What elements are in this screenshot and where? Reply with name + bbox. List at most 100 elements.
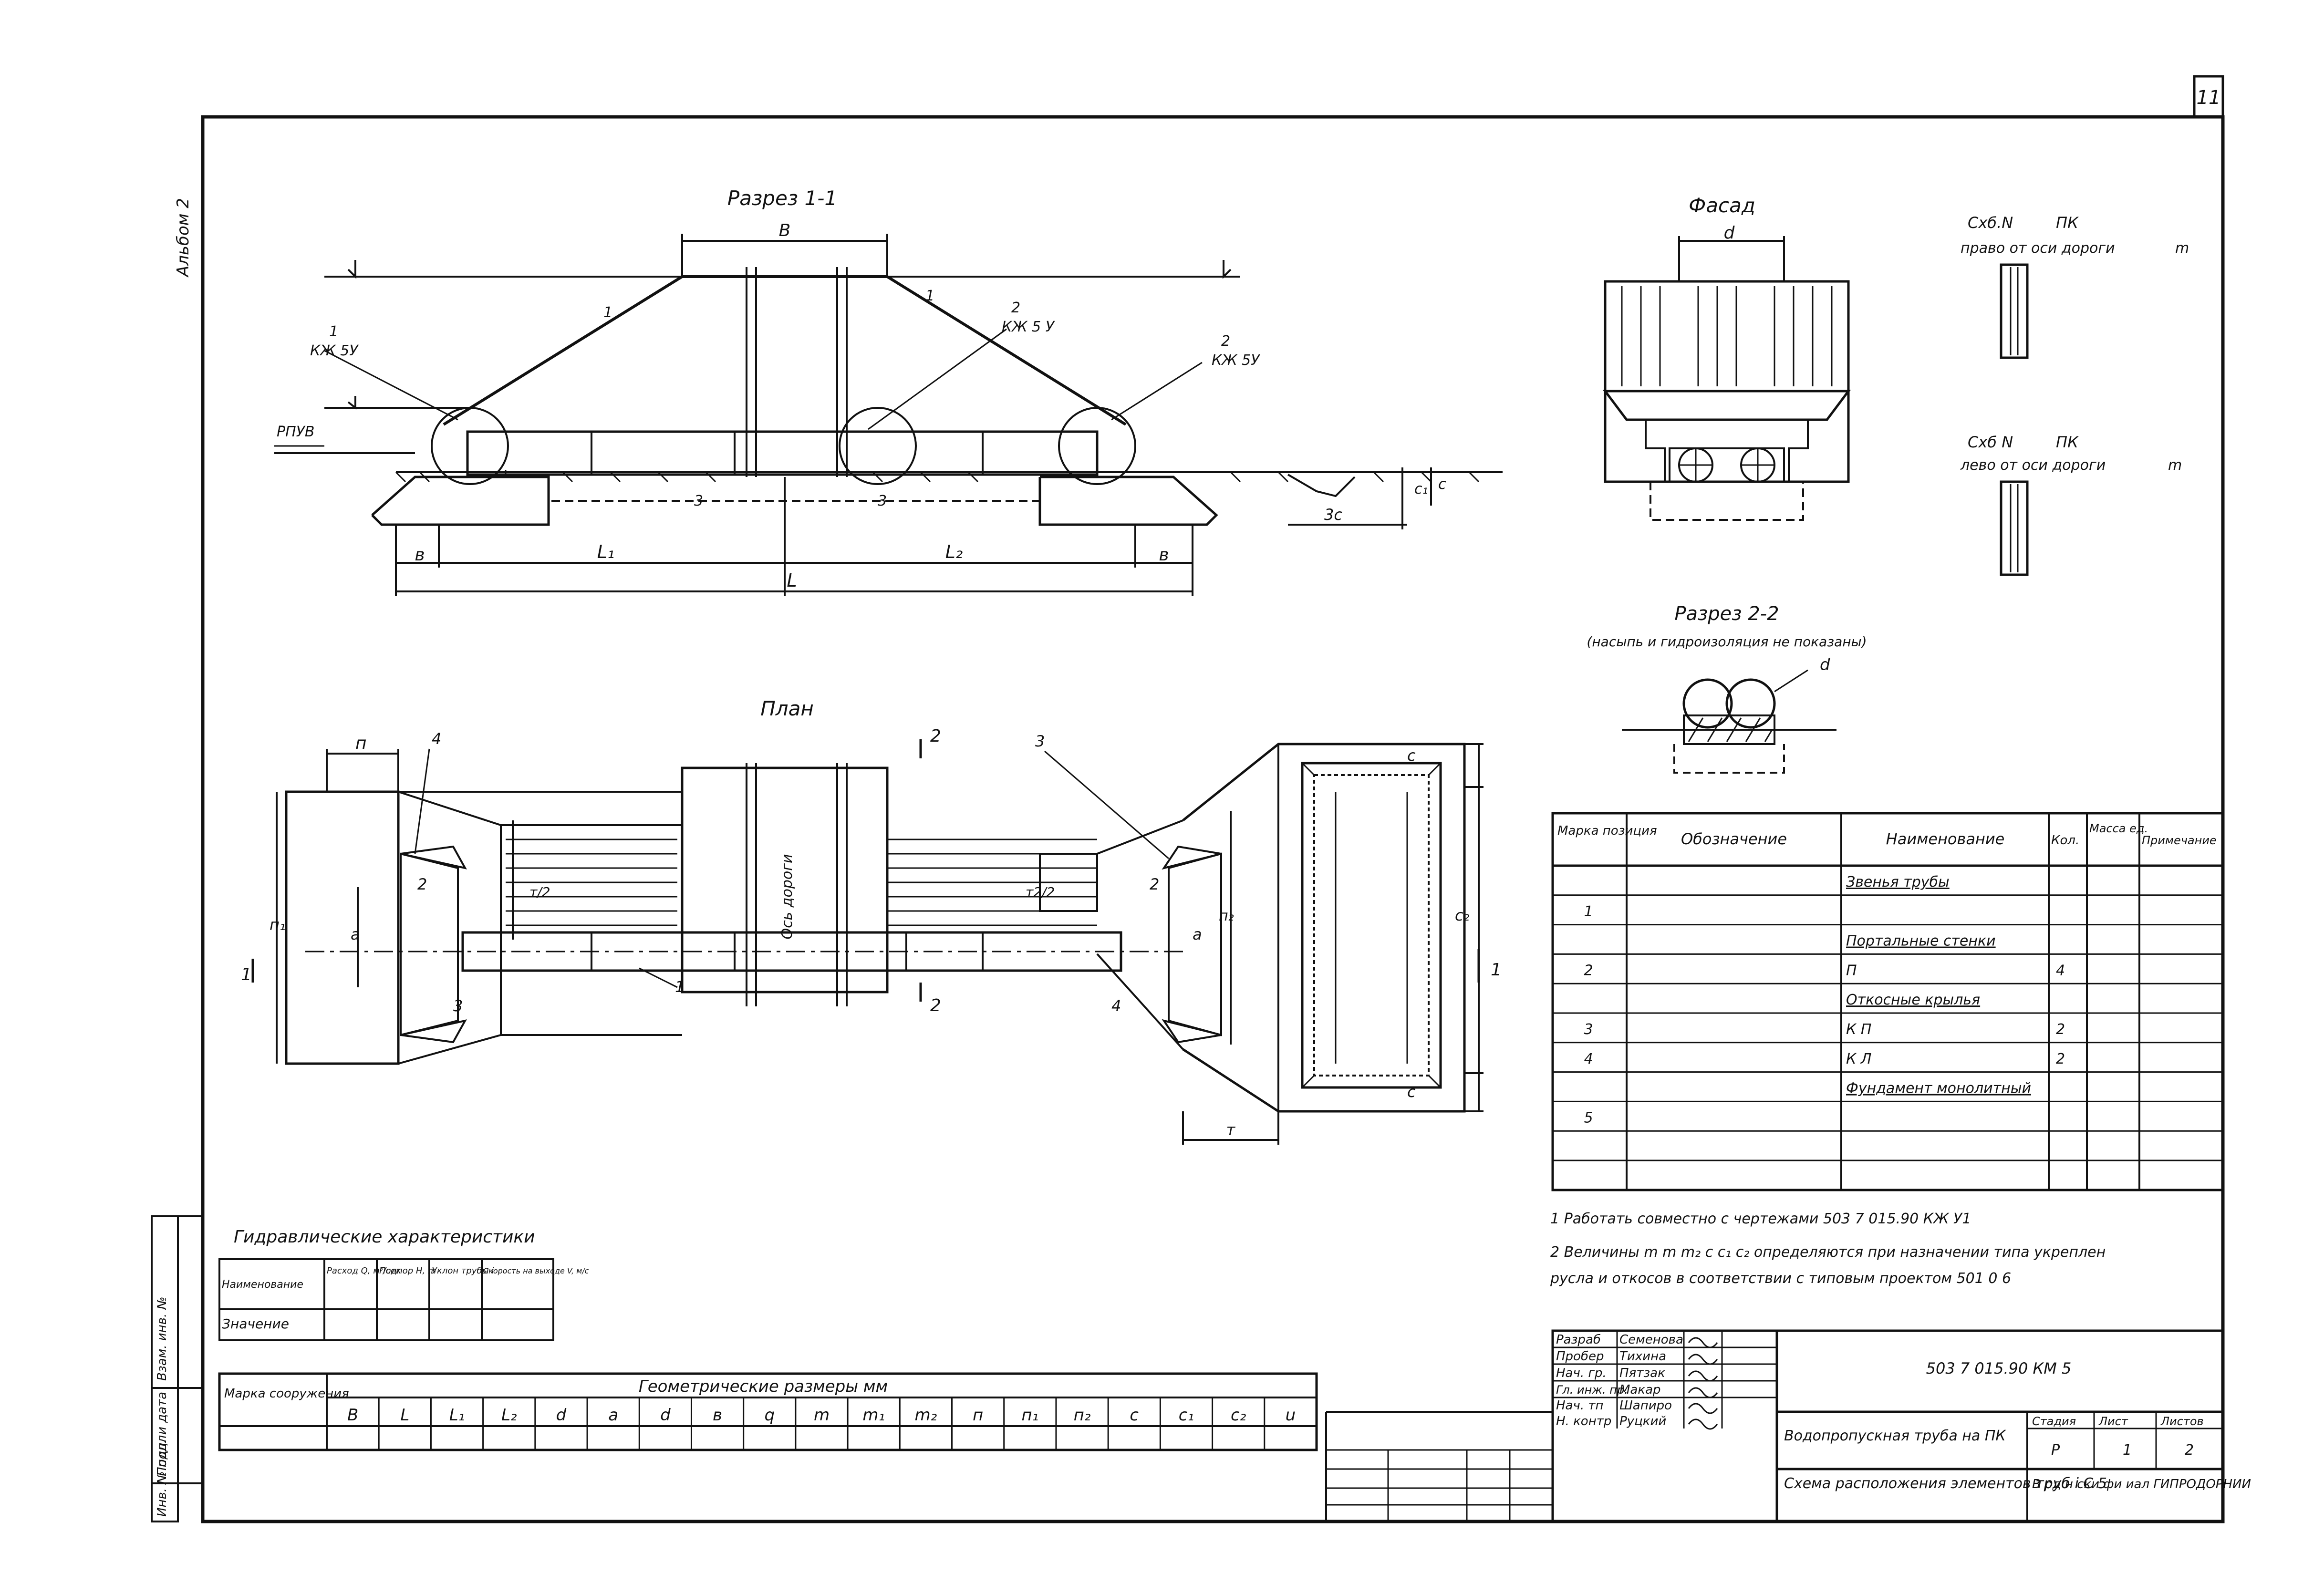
spec-h-qty: Кол. bbox=[2051, 833, 2079, 848]
tb-role-3: Гл. инж. пр. bbox=[1556, 1383, 1628, 1397]
part-3b: 3 bbox=[878, 493, 887, 509]
tb-description: Водопропускная труба на ПК bbox=[1784, 1428, 2006, 1444]
spec-h-note: Примечание bbox=[2142, 834, 2217, 847]
spec-row-pos: 4 bbox=[1584, 1051, 1593, 1067]
note-1: 1 Работать совместно с чертежами 503 7 0… bbox=[1550, 1211, 1971, 1227]
plan-callout-3-top: 3 bbox=[1035, 732, 1045, 750]
block-view-right: Схб.N ПК право от оси дороги m bbox=[1961, 214, 2189, 359]
tb-code: 503 7 015.90 КМ 5 bbox=[1926, 1359, 2072, 1377]
spec-table: Марка позиция Обозначение Наименование К… bbox=[1551, 812, 2224, 1191]
section-1-1-title: Разрез 1-1 bbox=[727, 186, 837, 210]
page-number: 11 bbox=[2197, 87, 2221, 109]
geometry-col-header: с₁ bbox=[1179, 1406, 1194, 1425]
stamp-replace: Взам. инв. № bbox=[155, 1296, 169, 1381]
block-b-title: Схб N bbox=[1968, 433, 2013, 451]
tb-name-4: Шапиро bbox=[1619, 1398, 1672, 1413]
slope-label-1b: 1 bbox=[925, 288, 934, 304]
spec-row-pos: 3 bbox=[1584, 1021, 1593, 1038]
dim-l2: L₂ bbox=[945, 541, 963, 562]
dim-l: L bbox=[787, 570, 797, 591]
plan-dim-c2: с₂ bbox=[1455, 906, 1470, 924]
geometry-col-header: d bbox=[556, 1406, 567, 1425]
plan-callout-1: 1 bbox=[675, 978, 685, 996]
ground-hatch bbox=[395, 471, 1480, 483]
block-b-sub: лево от оси дороги bbox=[1960, 457, 2106, 474]
embankment-outline bbox=[443, 275, 1127, 426]
hydraulic-h-h: Подпор Н, m bbox=[379, 1266, 436, 1276]
facade-title: Фасад bbox=[1689, 194, 1755, 217]
hydraulic-h-name: Наименование bbox=[222, 1279, 303, 1291]
section-1-1: Разрез 1-1 В bbox=[274, 186, 1503, 596]
callout-2-right: 2 bbox=[1221, 333, 1230, 350]
geometry-col-header: L bbox=[400, 1406, 409, 1425]
plan-dim-m: т bbox=[1226, 1121, 1236, 1139]
geometry-col-header: u bbox=[1286, 1406, 1296, 1425]
plan-dim-c-bottom: с bbox=[1407, 1083, 1416, 1101]
tb-stage-h: Стадия bbox=[2032, 1415, 2076, 1428]
tb-role-5: Н. контр bbox=[1556, 1414, 1611, 1428]
geometry-table: Геометрические размеры мм Марка сооружен… bbox=[218, 1372, 1318, 1451]
geometry-col-header: m₁ bbox=[862, 1406, 885, 1425]
tb-sheet-v: 1 bbox=[2123, 1442, 2132, 1459]
block-a-unit: m bbox=[2175, 240, 2189, 257]
spec-row-name: Звенья трубы bbox=[1846, 874, 1950, 890]
facade-dim-d: d bbox=[1724, 223, 1735, 243]
part-3a: 3 bbox=[694, 493, 703, 509]
tb-stage-v: Р bbox=[2051, 1442, 2060, 1459]
tb-sheet-h: Лист bbox=[2098, 1415, 2128, 1428]
plan-dim-n1: п₁ bbox=[270, 916, 286, 934]
geometry-col-header: L₁ bbox=[449, 1406, 465, 1425]
tb-organization: В рд н ски фи иал ГИПРОДОРНИИ bbox=[2032, 1477, 2251, 1491]
plan-dim-m2-right: т2/2 bbox=[1026, 884, 1055, 900]
block-a-sub: право от оси дороги bbox=[1961, 240, 2115, 257]
geometry-col-header: q bbox=[764, 1406, 775, 1425]
block-b-unit: m bbox=[2168, 457, 2182, 474]
spec-row-name: Портальные стенки bbox=[1846, 933, 1996, 950]
callout-2-mid: 2 bbox=[1011, 300, 1020, 316]
note-3: русла и откосов в соответствии с типовым… bbox=[1550, 1270, 2011, 1287]
plan-axis-label: Ось дороги bbox=[779, 854, 796, 939]
stamp-inv: Инв. № подл. bbox=[155, 1431, 169, 1517]
geometry-title: Геометрические размеры мм bbox=[639, 1377, 888, 1396]
plan-dim-c-top: с bbox=[1407, 746, 1416, 765]
geometry-col-header: В bbox=[347, 1406, 358, 1425]
spec-h-pos: Марка позиция bbox=[1557, 824, 1657, 838]
plan-view: План п Ось дороги bbox=[241, 697, 1502, 1145]
tb-sheets-v: 2 bbox=[2185, 1442, 2194, 1459]
tb-role-4: Нач. тп bbox=[1556, 1398, 1604, 1413]
geometry-col-header: с bbox=[1130, 1406, 1139, 1425]
signature-5 bbox=[1688, 1418, 1718, 1430]
plan-callout-4-top: 4 bbox=[432, 730, 441, 748]
signature-3 bbox=[1688, 1387, 1718, 1398]
geometry-col-header: L₂ bbox=[501, 1406, 517, 1425]
tb-name-2: Пятзак bbox=[1619, 1366, 1665, 1380]
hydraulic-h-q: Расход Q, м³/сек bbox=[327, 1266, 401, 1276]
plan-dim-a-right: а bbox=[1193, 925, 1202, 943]
tb-sheet-title: Схема расположения элементов труб i С 5 bbox=[1784, 1475, 2107, 1492]
section-2-2-title: Разрез 2-2 bbox=[1674, 603, 1779, 625]
spec-h-mass: Масса ед. bbox=[2089, 822, 2148, 835]
geometry-col-header: п₁ bbox=[1021, 1406, 1038, 1425]
pipe-body-section bbox=[466, 430, 1099, 476]
block-b-pk: ПК bbox=[2056, 433, 2079, 451]
plan-cut-2-bottom: 2 bbox=[930, 996, 941, 1015]
tb-sheets-h: Листов bbox=[2160, 1415, 2204, 1428]
plan-callout-4-right: 4 bbox=[1111, 997, 1121, 1015]
block-a-title: Схб.N bbox=[1968, 214, 2013, 232]
callout-2-right-sub: КЖ 5У bbox=[1212, 352, 1260, 369]
level-label: РПУВ bbox=[277, 424, 315, 440]
plan-callout-3-left: 3 bbox=[453, 997, 463, 1015]
section-2-2-subtitle: (насыпь и гидроизоляция не показаны) bbox=[1587, 634, 1867, 650]
signature-1 bbox=[1688, 1354, 1718, 1365]
plan-callout-2-right: 2 bbox=[1150, 875, 1159, 893]
spec-row-pos: 1 bbox=[1584, 903, 1593, 920]
spec-row-qty: 4 bbox=[2056, 962, 2065, 979]
hydraulic-h-i: Уклон трубы i bbox=[432, 1266, 494, 1276]
tb-role-1: Пробер bbox=[1556, 1349, 1604, 1364]
geometry-col-header: m bbox=[814, 1406, 830, 1425]
spec-row-name: К Л bbox=[1846, 1051, 1871, 1067]
plan-dim-n: п bbox=[355, 734, 367, 753]
geometry-col-header: m₂ bbox=[915, 1406, 937, 1425]
geometry-col-header: а bbox=[608, 1406, 618, 1425]
tb-name-0: Семенова bbox=[1619, 1333, 1683, 1347]
